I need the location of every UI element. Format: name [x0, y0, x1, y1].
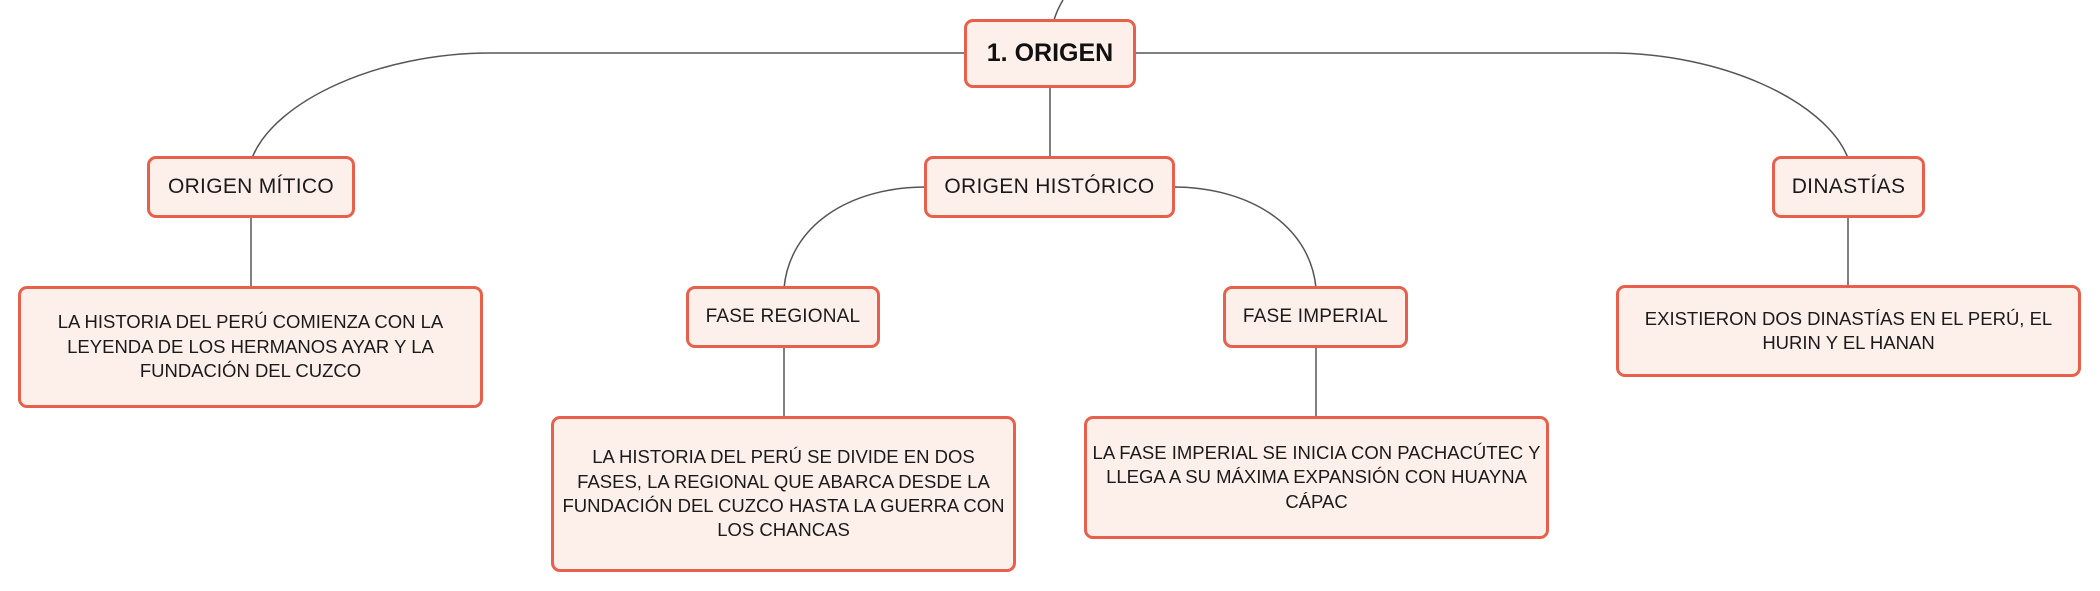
connector-root-to-dinastias — [1134, 52, 1849, 159]
topic-origen-historico-label: ORIGEN HISTÓRICO — [944, 175, 1155, 199]
detail-fase-regional-text: LA HISTORIA DEL PERÚ SE DIVIDE EN DOS FA… — [562, 446, 1005, 541]
subtopic-fase-imperial-label: FASE IMPERIAL — [1242, 306, 1389, 328]
connector-parent-to-root — [1053, 0, 1064, 21]
topic-origen-mitico-label: ORIGEN MÍTICO — [167, 175, 335, 199]
detail-origen-mitico[interactable]: LA HISTORIA DEL PERÚ COMIENZA CON LA LEY… — [18, 286, 483, 408]
root-node-label: 1. ORIGEN — [986, 39, 1114, 67]
detail-dinastias[interactable]: EXISTIERON DOS DINASTÍAS EN EL PERÚ, EL … — [1616, 285, 2081, 377]
detail-fase-regional[interactable]: LA HISTORIA DEL PERÚ SE DIVIDE EN DOS FA… — [551, 416, 1016, 572]
detail-dinastias-text: EXISTIERON DOS DINASTÍAS EN EL PERÚ, EL … — [1644, 307, 2053, 353]
connector-historico-to-imperial — [1172, 186, 1317, 289]
subtopic-fase-regional-label: FASE REGIONAL — [705, 306, 861, 328]
topic-origen-historico[interactable]: ORIGEN HISTÓRICO — [924, 156, 1175, 218]
detail-origen-mitico-text: LA HISTORIA DEL PERÚ COMIENZA CON LA LEY… — [57, 311, 444, 382]
subtopic-fase-regional[interactable]: FASE REGIONAL — [686, 286, 880, 348]
detail-fase-imperial[interactable]: LA FASE IMPERIAL SE INICIA CON PACHACÚTE… — [1084, 416, 1549, 539]
connector-historico-to-regional — [783, 186, 927, 289]
detail-fase-imperial-text: LA FASE IMPERIAL SE INICIA CON PACHACÚTE… — [1092, 441, 1541, 512]
subtopic-fase-imperial[interactable]: FASE IMPERIAL — [1223, 286, 1408, 348]
root-node[interactable]: 1. ORIGEN — [964, 19, 1136, 88]
topic-origen-mitico[interactable]: ORIGEN MÍTICO — [147, 156, 355, 218]
connector-root-to-mitico — [251, 52, 968, 159]
topic-dinastias-label: DINASTÍAS — [1791, 175, 1906, 199]
topic-dinastias[interactable]: DINASTÍAS — [1772, 156, 1925, 218]
